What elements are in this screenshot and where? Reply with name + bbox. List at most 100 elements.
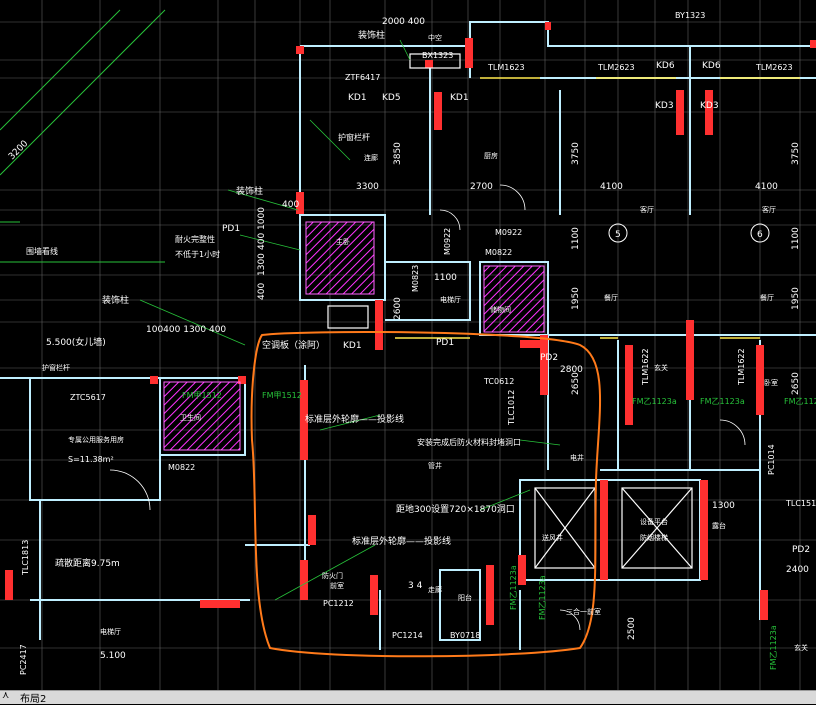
label-gongyong: 专属公用服务用房 bbox=[68, 435, 124, 444]
label-weiqiang: 围墙看线 bbox=[26, 246, 58, 256]
label-fm1123-b: FM乙1123a bbox=[700, 397, 745, 406]
grid-bubble-5: 5 bbox=[615, 230, 621, 240]
label-kongtiao: 空调板（涂阿） bbox=[262, 339, 325, 351]
dim-2650-a: 2650 bbox=[571, 372, 581, 395]
dim-2500: 2500 bbox=[627, 617, 637, 640]
label-pc1212: PC1212 bbox=[323, 599, 354, 608]
dim-400-v: 400 bbox=[257, 283, 267, 300]
room-ketin-b: 客厅 bbox=[762, 205, 776, 214]
label-dongkou: 距地300设置720×1870洞口 bbox=[396, 503, 515, 515]
annotation-outline bbox=[250, 331, 602, 658]
label-kd1-a: KD1 bbox=[348, 93, 367, 103]
label-naihuo: 耐火完整性 bbox=[175, 234, 215, 244]
bathroom-hatch-areas bbox=[163, 221, 545, 451]
label-pc1214: PC1214 bbox=[392, 631, 423, 640]
dim-1100-c: 1100 bbox=[791, 227, 801, 250]
room-woshi-b: 卧室 bbox=[764, 378, 778, 387]
label-kd3-a: KD3 bbox=[655, 101, 674, 111]
room-guanjing: 管井 bbox=[428, 461, 442, 470]
label-anzhuang: 安装完成后防火材料封堵洞口 bbox=[417, 437, 521, 447]
label-m0922-b: M0922 bbox=[443, 228, 452, 255]
room-shebei: 设备平台 bbox=[640, 517, 668, 526]
room-lianglang: 连廊 bbox=[364, 153, 378, 162]
tab-nav-arrow-icon[interactable]: ⋏ bbox=[2, 690, 10, 701]
label-area: S=11.38m² bbox=[68, 455, 114, 464]
dim-4100-b: 4100 bbox=[755, 182, 778, 192]
dim-2400: 2400 bbox=[786, 565, 809, 575]
room-weishengjian: 卫生间 bbox=[180, 413, 201, 422]
bathroom-hatch-2 bbox=[483, 265, 545, 333]
dim-3850: 3850 bbox=[393, 142, 403, 165]
site-boundary-lines bbox=[0, 9, 166, 263]
label-m0822-a: M0822 bbox=[485, 248, 512, 257]
label-buxiao: 不低于1小时 bbox=[175, 249, 220, 259]
label-biaozhun-1: 标准层外轮廓——投影线 bbox=[305, 413, 404, 425]
room-fengjing-a: 送风井 bbox=[542, 533, 563, 542]
label-tlc1813: TLC1813 bbox=[21, 540, 30, 576]
room-xuanguan-a: 玄关 bbox=[654, 363, 668, 372]
label-by1323: BY1323 bbox=[675, 11, 705, 20]
room-canting-b: 餐厅 bbox=[760, 293, 774, 302]
label-ztf6417: ZTF6417 bbox=[345, 73, 380, 82]
room-qianshi: 前室 bbox=[330, 581, 344, 590]
dim-1950-b: 1950 bbox=[791, 287, 801, 310]
label-fm1512-b: FM甲1512 bbox=[262, 391, 302, 400]
room-diantiting-b: 电梯厅 bbox=[100, 627, 121, 636]
tab-layout2[interactable]: 布局2 bbox=[20, 694, 47, 705]
bathroom-hatch-1 bbox=[305, 221, 375, 295]
room-dianjing: 电井 bbox=[570, 453, 584, 462]
label-tlc1012: TLC1012 bbox=[507, 390, 516, 426]
label-pd2-a: PD2 bbox=[540, 353, 558, 363]
dim-1300-h: 1300 bbox=[712, 501, 735, 511]
room-yangtai: 阳台 bbox=[458, 593, 472, 602]
dim-3750-a: 3750 bbox=[571, 142, 581, 165]
label-fm1123-a: FM乙1123a bbox=[632, 397, 677, 406]
label-tlc1518: TLC1518 bbox=[785, 499, 816, 508]
dim-1100-b: 1100 bbox=[571, 227, 581, 250]
label-zhuangshizhu-3: 装饰柱 bbox=[102, 294, 129, 306]
leader-lines bbox=[139, 39, 561, 601]
dim-2650-b: 2650 bbox=[791, 372, 801, 395]
room-santi: 三合一前室 bbox=[566, 607, 601, 616]
label-pc1014: PC1014 bbox=[767, 444, 776, 475]
label-fm1123-c: FM乙1123a bbox=[784, 397, 816, 406]
label-tlm2623-b: TLM2623 bbox=[755, 63, 793, 72]
dim-4100-a: 4100 bbox=[600, 182, 623, 192]
cad-drawing-canvas[interactable]: 2000 400 中空 BX1323 BY1323 装饰柱 装饰柱 装饰柱 ZT… bbox=[0, 0, 816, 690]
label-biaozhun-2: 标准层外轮廓——投影线 bbox=[352, 535, 451, 547]
room-chuli: 储物间 bbox=[490, 305, 511, 314]
room-laotai: 露台 bbox=[712, 521, 726, 530]
level-5500: 5.500(女儿墙) bbox=[46, 336, 106, 348]
dim-2700: 2700 bbox=[470, 182, 493, 192]
dim-3200: 3200 bbox=[7, 139, 30, 162]
elevator-shafts bbox=[327, 53, 693, 569]
room-hushi: 护窗栏杆 bbox=[42, 363, 70, 372]
structural-columns bbox=[5, 22, 816, 625]
label-ztc5617: ZTC5617 bbox=[70, 393, 106, 402]
label-shusan: 疏散距离9.75m bbox=[55, 557, 120, 569]
room-fengjing-b: 防烟楼梯 bbox=[640, 533, 668, 542]
room-fanghuo: 防火门 bbox=[322, 571, 343, 580]
label-pc2417: PC2417 bbox=[19, 644, 28, 675]
dim-34: 3 4 bbox=[408, 581, 423, 591]
dim-top: 2000 400 bbox=[382, 17, 425, 27]
room-zoulang: 走廊 bbox=[428, 585, 442, 594]
label-by0718: BY0718 bbox=[450, 631, 480, 640]
room-woshi-a: 主卧 bbox=[336, 237, 350, 246]
label-m0823: M0823 bbox=[411, 265, 420, 292]
dim-1100-a: 1100 bbox=[434, 273, 457, 283]
room-diantiting: 电梯厅 bbox=[440, 295, 461, 304]
dim-3750-b: 3750 bbox=[791, 142, 801, 165]
bathroom-hatch-3 bbox=[163, 381, 241, 451]
dim-400: 400 bbox=[282, 200, 299, 210]
label-pd1-a: PD1 bbox=[222, 224, 240, 234]
dim-1300-v: 1300 bbox=[257, 253, 267, 276]
label-hulan: 护窗栏杆 bbox=[338, 132, 370, 142]
room-xuanguan-b: 玄关 bbox=[794, 643, 808, 652]
label-kd5: KD5 bbox=[382, 93, 401, 103]
room-chufang: 厨房 bbox=[484, 151, 498, 160]
label-fm1123-f: FM乙1123a bbox=[769, 625, 778, 670]
label-fm1512-a: FM甲1512 bbox=[182, 391, 222, 400]
label-kd1-b: KD1 bbox=[450, 93, 469, 103]
label-fm1123-d: FM乙1123a bbox=[509, 565, 518, 610]
